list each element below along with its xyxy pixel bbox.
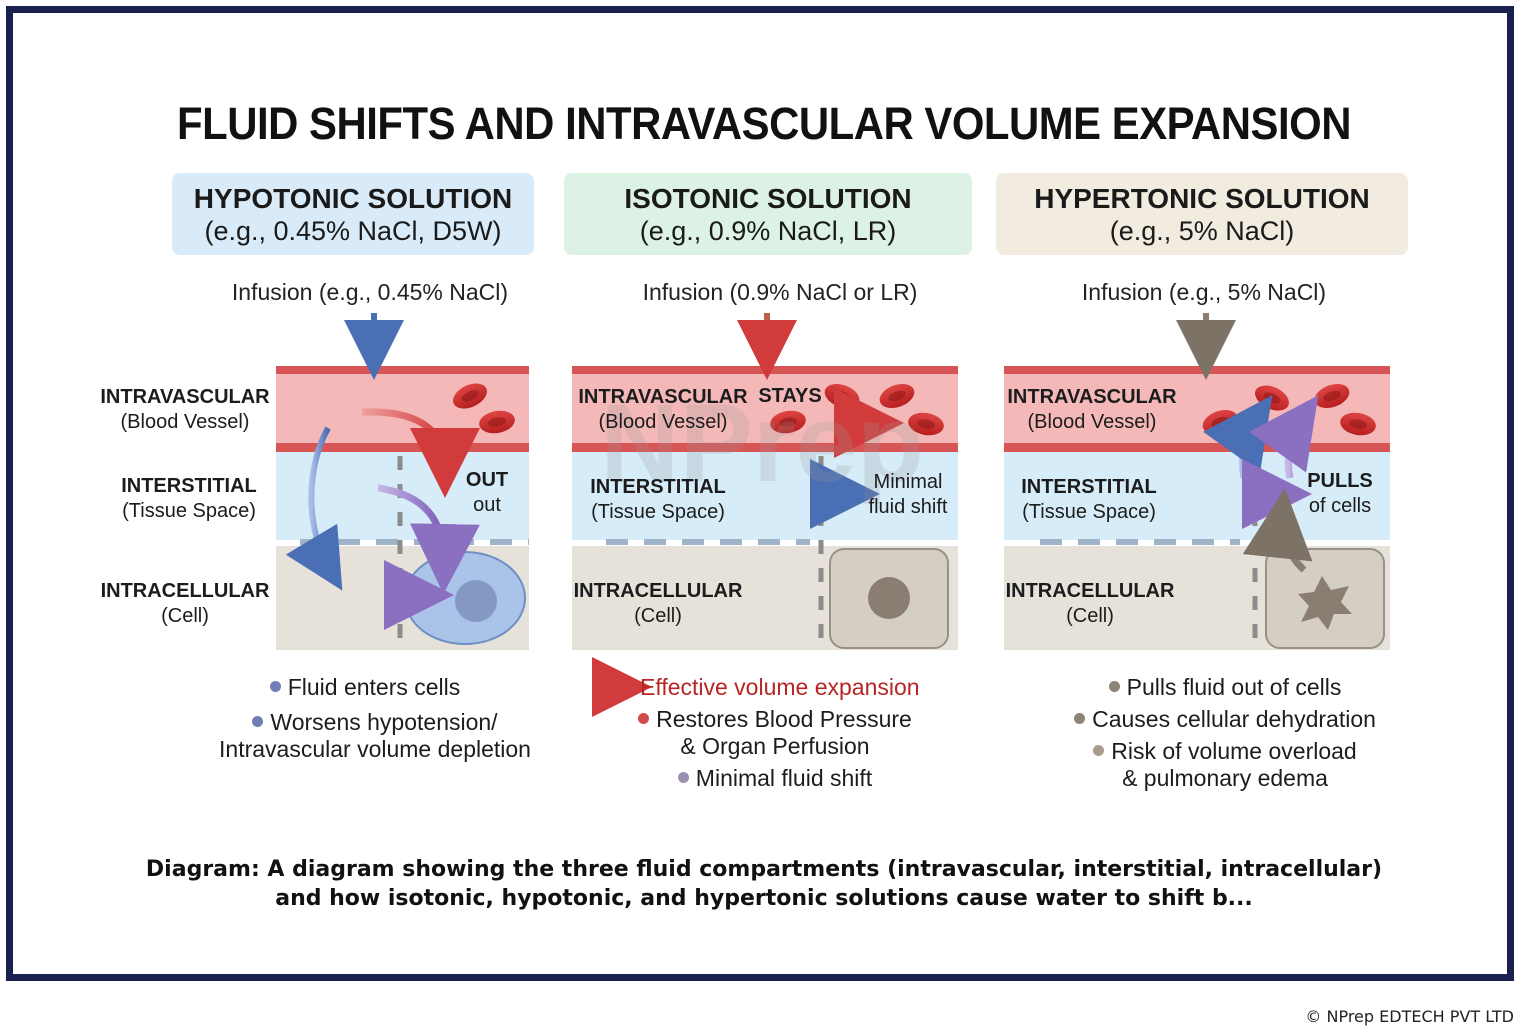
diagram-title: FLUID SHIFTS AND INTRAVASCULAR VOLUME EX… <box>177 98 1351 149</box>
isotonic-effect: Effective volume expansion <box>640 674 940 701</box>
compartment-sub: (Blood Vessel) <box>598 411 728 433</box>
compartment-name: INTRAVASCULAR <box>578 386 748 408</box>
isotonic-intracellular-label: INTRACELLULAR (Cell) <box>572 579 744 629</box>
hypotonic-infusion-label: Infusion (e.g., 0.45% NaCl) <box>231 279 509 305</box>
hypertonic-bullet-1: Pulls fluid out of cells <box>1080 674 1370 701</box>
bullet-text: Intravascular volume depletion <box>219 736 531 762</box>
hypertonic-bullet-2: Causes cellular dehydration <box>1050 706 1400 733</box>
isotonic-interstitial-label: INTERSTITIAL (Tissue Space) <box>580 475 736 525</box>
isotonic-interstitial-zone <box>572 452 958 540</box>
hypertonic-diagram <box>1004 313 1390 650</box>
shrunken-cell <box>1298 576 1352 630</box>
compartment-name: INTERSTITIAL <box>121 475 257 497</box>
compartment-sub: (Tissue Space) <box>1022 501 1156 523</box>
hypertonic-interstitial-label: INTERSTITIAL (Tissue Space) <box>1011 475 1167 525</box>
compartment-name: INTRAVASCULAR <box>1007 386 1177 408</box>
hypertonic-example: (e.g., 5% NaCl) <box>1109 216 1295 246</box>
cell-nucleus <box>455 580 497 622</box>
isotonic-intravascular-label: INTRAVASCULAR (Blood Vessel) <box>574 385 752 435</box>
bullet-text: Fluid enters cells <box>287 674 461 700</box>
hypotonic-heading: HYPOTONIC SOLUTION <box>193 183 513 214</box>
hypertonic-vessel <box>1004 366 1390 452</box>
isotonic-bullet-2: Minimal fluid shift <box>640 765 910 792</box>
hypertonic-header: HYPERTONIC SOLUTION (e.g., 5% NaCl) <box>996 173 1408 255</box>
bullet-text: Risk of volume overload <box>1111 738 1357 764</box>
out-sub-label: out <box>473 494 501 516</box>
out-label: OUT <box>465 469 509 491</box>
stays-label: STAYS <box>758 385 822 407</box>
hypotonic-intravascular-label: INTRAVASCULAR (Blood Vessel) <box>95 385 275 435</box>
bullet-text: Worsens hypotension/ <box>270 709 498 735</box>
compartment-name: INTRAVASCULAR <box>100 386 270 408</box>
bullet-text: Minimal fluid shift <box>695 765 873 791</box>
hypertonic-heading: HYPERTONIC SOLUTION <box>1034 183 1370 214</box>
pulls-label: PULLS of cells <box>1298 469 1382 519</box>
hypotonic-interstitial-label: INTERSTITIAL (Tissue Space) <box>105 474 273 524</box>
hypertonic-intracellular-label: INTRACELLULAR (Cell) <box>1004 579 1176 629</box>
compartment-sub: (Cell) <box>634 605 682 627</box>
hypertonic-bullet-3: Risk of volume overload & pulmonary edem… <box>1065 738 1385 792</box>
compartment-name: INTERSTITIAL <box>590 476 726 498</box>
hypotonic-header: HYPOTONIC SOLUTION (e.g., 0.45% NaCl, D5… <box>172 173 534 255</box>
minimal-shift-line-1: Minimal <box>873 471 943 493</box>
compartment-sub: (Tissue Space) <box>591 501 725 523</box>
fluid-out-of-cell-arrow <box>1242 488 1313 573</box>
compartment-name: INTRACELLULAR <box>573 580 743 602</box>
hypotonic-bullet-1: Fluid enters cells <box>230 674 500 701</box>
bullet-text: & pulmonary edema <box>1122 765 1328 791</box>
minimal-shift-label: Minimal fluid shift <box>858 470 958 520</box>
compartment-sub: (Cell) <box>1066 605 1114 627</box>
hypertonic-infusion-label: Infusion (e.g., 5% NaCl) <box>1081 279 1327 305</box>
bullet-text: Pulls fluid out of cells <box>1126 674 1342 700</box>
isotonic-header: ISOTONIC SOLUTION (e.g., 0.9% NaCl, LR) <box>564 173 972 255</box>
compartment-sub: (Tissue Space) <box>122 500 256 522</box>
hypertonic-intravascular-label: INTRAVASCULAR (Blood Vessel) <box>1004 385 1180 435</box>
isotonic-diagram <box>572 313 958 717</box>
compartment-sub: (Blood Vessel) <box>120 411 250 433</box>
hypotonic-vessel <box>276 366 529 452</box>
isotonic-infusion-label: Infusion (0.9% NaCl or LR) <box>642 279 918 305</box>
fluid-shift-arrow <box>285 426 343 591</box>
pulls-line-1: PULLS <box>1307 470 1373 492</box>
effect-text: Effective volume expansion <box>640 674 920 700</box>
hypotonic-example: (e.g., 0.45% NaCl, D5W) <box>204 216 502 246</box>
hypotonic-diagram <box>276 313 529 650</box>
bullet-text: & Organ Perfusion <box>680 733 870 759</box>
compartment-sub: (Blood Vessel) <box>1027 411 1157 433</box>
hypotonic-intracellular-label: INTRACELLULAR (Cell) <box>95 579 275 629</box>
isotonic-heading: ISOTONIC SOLUTION <box>624 183 912 214</box>
diagram-caption: Diagram: A diagram showing the three flu… <box>145 857 1383 911</box>
fluid-out-arrow <box>361 408 480 498</box>
copyright-notice: © NPrep EDTECH PVT LTD <box>1305 1007 1514 1026</box>
bullet-text: Causes cellular dehydration <box>1092 706 1376 732</box>
bullet-text: Restores Blood Pressure <box>656 706 912 732</box>
fluid-into-cell-arrow <box>377 484 480 594</box>
pulls-line-2: of cells <box>1308 495 1372 517</box>
isotonic-bullet-1: Restores Blood Pressure & Organ Perfusio… <box>610 706 940 760</box>
compartment-name: INTRACELLULAR <box>1005 580 1175 602</box>
isotonic-example: (e.g., 0.9% NaCl, LR) <box>639 216 897 246</box>
hypertonic-interstitial-zone <box>1004 452 1390 540</box>
hypotonic-bullet-2: Worsens hypotension/ Intravascular volum… <box>195 709 555 763</box>
compartment-name: INTERSTITIAL <box>1021 476 1157 498</box>
cell-nucleus <box>868 577 910 619</box>
watermark-logo: NPrep <box>600 382 924 505</box>
minimal-shift-line-2: fluid shift <box>868 496 948 518</box>
compartment-name: INTRACELLULAR <box>100 580 270 602</box>
compartment-sub: (Cell) <box>161 605 209 627</box>
